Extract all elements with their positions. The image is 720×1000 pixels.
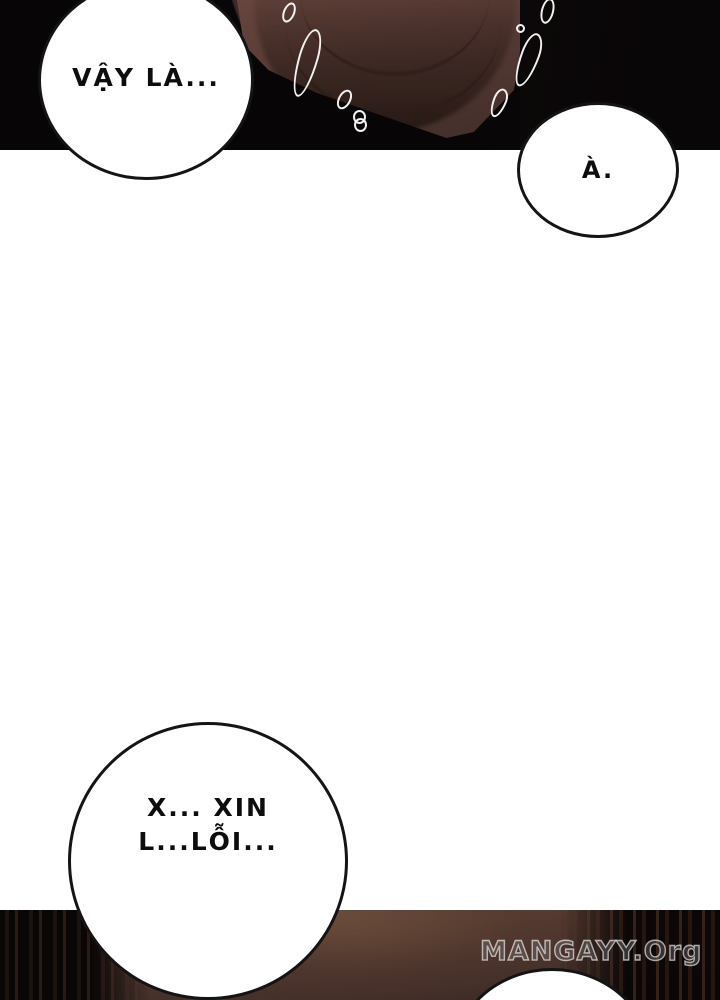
sweat-drop-icon [516,24,525,33]
speech-bubble-vay-la-text: VẬY LÀ... [72,63,220,93]
jaw-line-lower [286,26,500,116]
sweat-drop-icon [354,118,367,132]
speech-bubble-xin-loi-text: X... XIN L...LỖI... [138,793,278,856]
speech-bubble-xin-loi: X... XIN L...LỖI... [68,722,348,1000]
site-watermark: MANGAYY.Org [479,935,703,967]
speech-bubble-a-text: À. [581,155,615,184]
speech-bubble-a: À. [517,102,679,238]
speech-bubble-vay-la: VẬY LÀ... [38,0,254,180]
